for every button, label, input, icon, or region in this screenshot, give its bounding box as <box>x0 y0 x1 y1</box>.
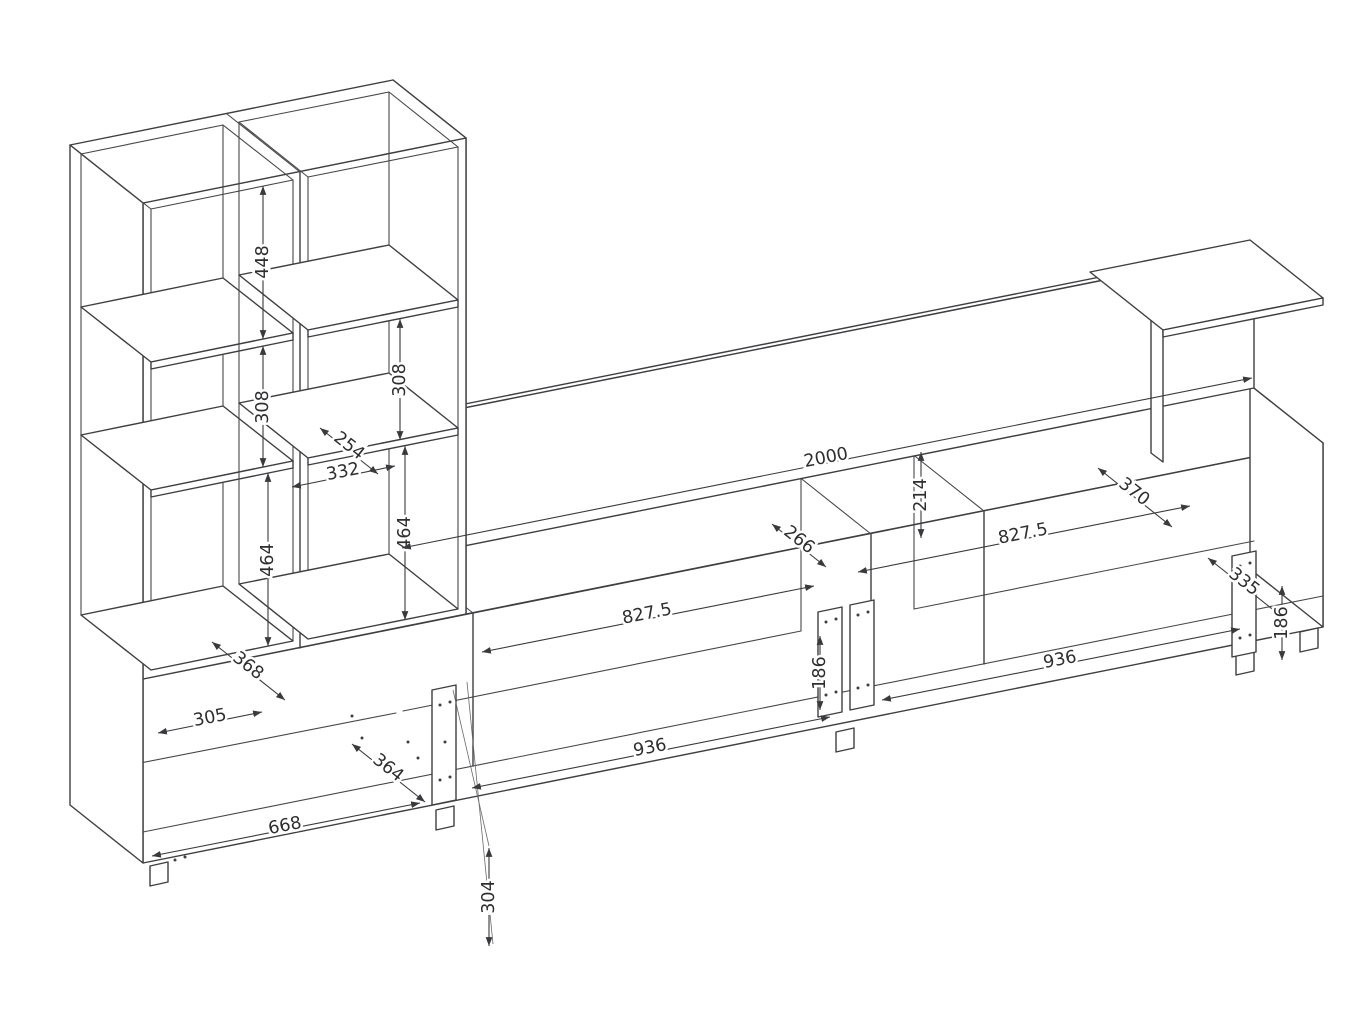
dim-label-304: 304 <box>479 880 499 913</box>
hole <box>856 613 860 617</box>
dim-label-308-col2: 308 <box>390 363 410 396</box>
dim-448: 448 <box>251 186 276 339</box>
hole <box>438 778 442 782</box>
top-shelf-front-face <box>1162 297 1324 338</box>
c2-ceiling-left <box>238 121 309 178</box>
dim-308-col1: 308 <box>251 346 276 467</box>
hole <box>1248 633 1252 637</box>
foot <box>149 861 169 887</box>
dim-464-col1: 464 <box>256 473 281 646</box>
dim-label-464-col1: 464 <box>258 543 278 576</box>
dim-186-mid: 186 <box>808 636 833 710</box>
hole <box>834 690 838 694</box>
hole <box>856 686 860 690</box>
c2-ceiling-right <box>388 91 459 148</box>
c2-ceiling-back <box>238 91 390 123</box>
hole <box>406 740 410 744</box>
hole <box>183 855 187 859</box>
c2-ceiling-front <box>307 146 459 178</box>
hole <box>824 693 828 697</box>
c1-ceiling-left <box>80 153 152 210</box>
hole <box>448 700 452 704</box>
hole <box>350 714 354 718</box>
hole <box>438 703 442 707</box>
c1-ceiling-front <box>150 179 294 210</box>
interior-floor-right <box>913 540 1255 610</box>
hole <box>360 736 364 740</box>
dim-label-308-col1: 308 <box>253 390 273 423</box>
dim-186-right: 186 <box>1270 586 1295 660</box>
shelf-support-panel <box>1150 314 1164 463</box>
hole <box>448 775 452 779</box>
c1-ceiling-right <box>222 124 294 181</box>
hole <box>834 617 838 621</box>
drawer-slide-bracket <box>849 599 875 711</box>
hole <box>173 858 177 862</box>
hole <box>416 756 420 760</box>
hole <box>1248 561 1252 565</box>
feet <box>149 627 1319 887</box>
drawer-slide-bracket <box>431 684 457 806</box>
foot <box>435 805 455 831</box>
dim-label-448: 448 <box>253 245 273 278</box>
dim-label-464-col2: 464 <box>395 516 415 549</box>
foot <box>835 727 855 753</box>
c1-shelf2-front <box>150 332 294 370</box>
hole <box>824 620 828 624</box>
dim-label-186-right: 186 <box>1272 606 1292 639</box>
dim-304: 304 <box>477 848 502 946</box>
foot <box>1299 627 1319 653</box>
dim-label-186-mid: 186 <box>810 656 830 689</box>
tall-cabinet <box>69 79 467 864</box>
hole <box>866 610 870 614</box>
hole <box>443 740 447 744</box>
extension-line <box>452 689 490 847</box>
c1-ceiling-back <box>80 124 224 155</box>
dim-label-214: 214 <box>911 478 931 511</box>
c2-shelf2-front <box>307 299 459 338</box>
column1-interior <box>80 124 294 671</box>
hole <box>866 683 870 687</box>
hole <box>1238 636 1242 640</box>
